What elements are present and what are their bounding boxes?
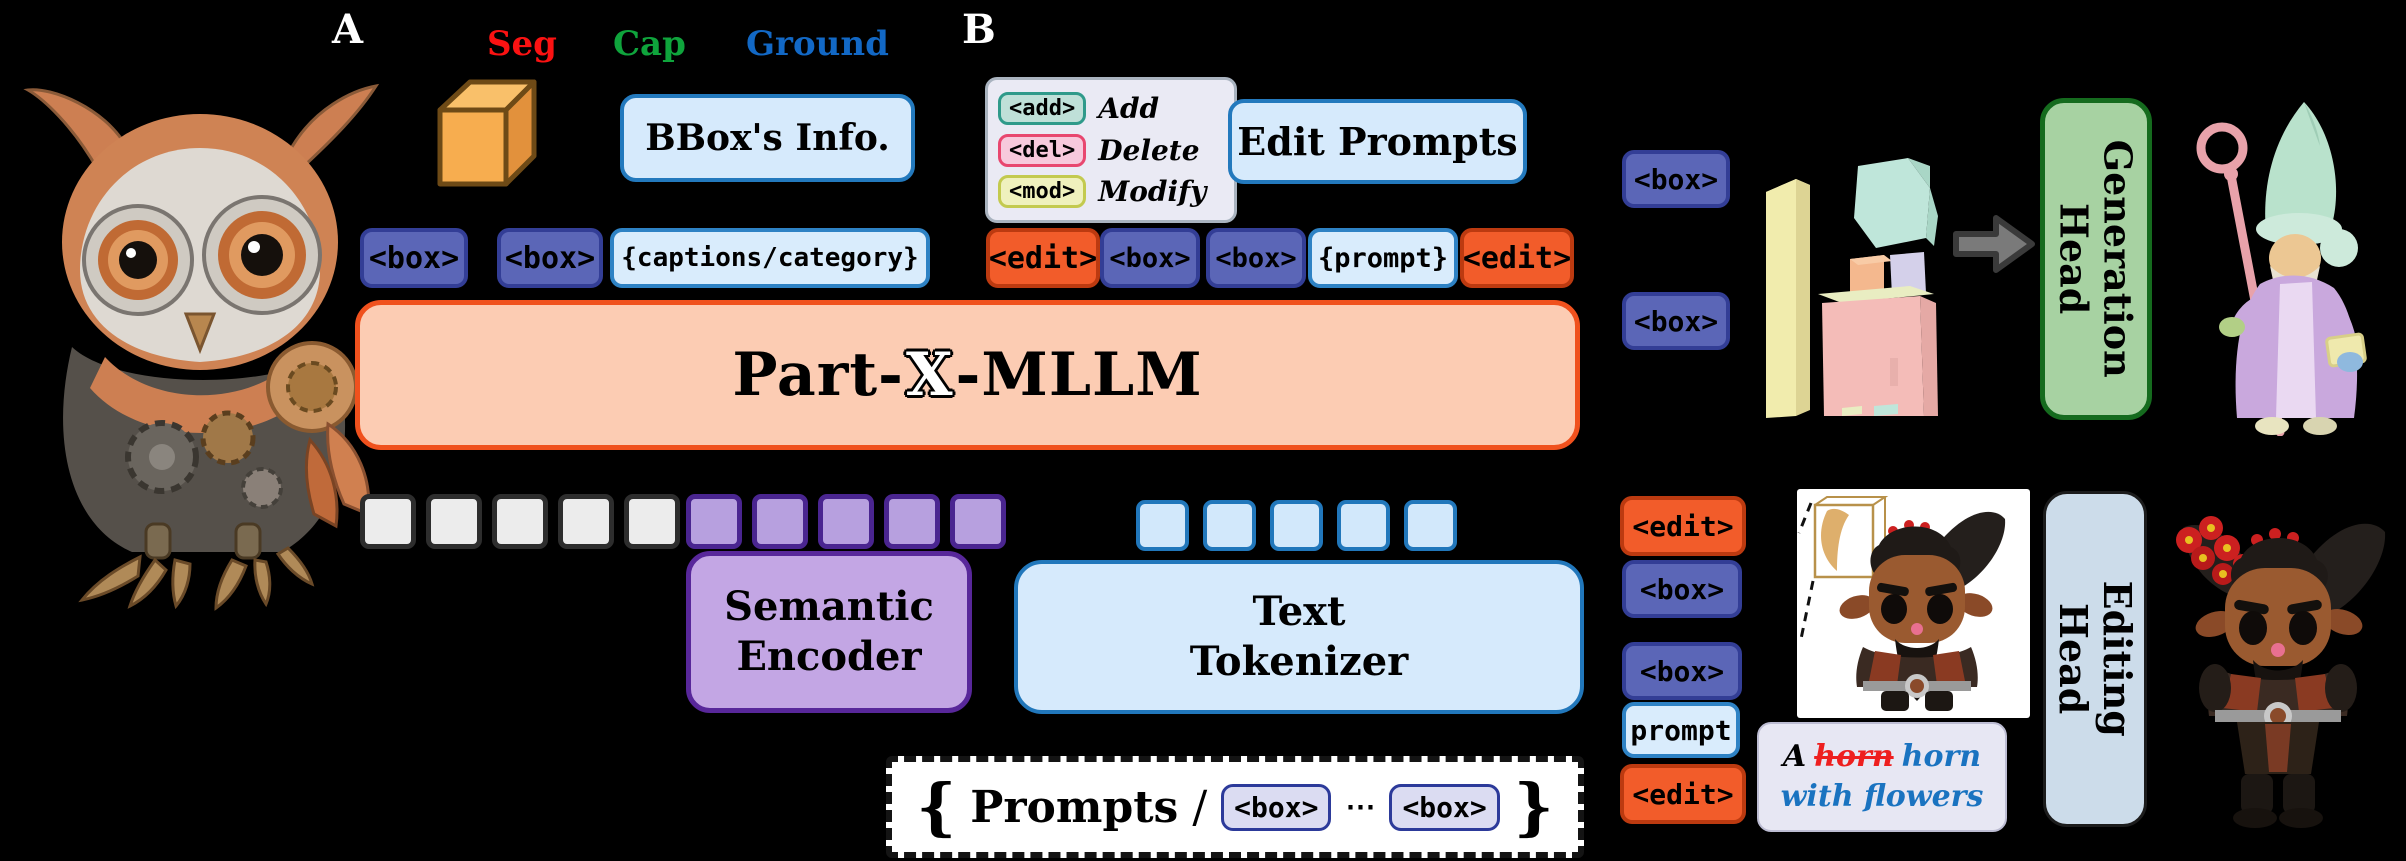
task-label-cap: Cap [613, 24, 686, 64]
model-title-x: X [905, 340, 954, 410]
panel-b-label: B [962, 6, 996, 53]
edited-character-illustration [2176, 516, 2386, 828]
del-token: <del> [998, 133, 1087, 167]
gray-token-squares [360, 494, 680, 549]
source-character-card [1797, 489, 2030, 718]
caption-article: A [1782, 738, 1807, 774]
blue-token-squares [1136, 500, 1457, 551]
purple-token-square [950, 494, 1006, 549]
model-title-suffix: -MLLM [955, 340, 1203, 410]
task-label-seg: Seg [487, 24, 557, 64]
box-token: <box> [497, 228, 603, 288]
gray-token-square [426, 494, 482, 549]
panel-a-label: A [332, 6, 364, 53]
box-token: <box> [1100, 228, 1200, 288]
blue-token-square [1404, 500, 1457, 551]
box-token: <box> [1622, 150, 1730, 208]
semantic-encoder-line2: Encoder [736, 633, 922, 680]
open-brace: { [916, 770, 957, 843]
blue-token-square [1136, 500, 1189, 551]
semantic-encoder-box: Semantic Encoder [686, 551, 972, 713]
prompts-label: Prompts [970, 781, 1179, 833]
edit-token: <edit> [986, 228, 1100, 288]
modify-label: Modify [1098, 174, 1207, 208]
prompts-bar: { Prompts / <box> ⋯ <box> } [886, 756, 1584, 858]
editing-head-box: Editing Head [2043, 491, 2147, 827]
gray-token-square [492, 494, 548, 549]
slash: / [1192, 781, 1208, 833]
close-brace: } [1513, 770, 1554, 843]
model-title-prefix: Part- [732, 340, 904, 410]
prompt-token: {prompt} [1308, 228, 1458, 288]
prompt-token: prompt [1622, 702, 1740, 758]
edit-ops-legend: <add> Add <del> Delete <mod> Modify [985, 77, 1237, 223]
gray-token-square [360, 494, 416, 549]
blue-token-square [1337, 500, 1390, 551]
arrow-right-icon [1953, 215, 2035, 273]
blue-token-square [1270, 500, 1323, 551]
horned-character-with-annotation [1797, 496, 2006, 711]
gray-token-square [624, 494, 680, 549]
box-token: <box> [360, 228, 468, 288]
edit-caption-line2: with flowers [1780, 779, 1984, 814]
purple-token-square [884, 494, 940, 549]
mechanical-owl-illustration [23, 83, 380, 611]
legend-row-add: <add> Add [998, 92, 1224, 126]
caption-added-word: horn [1901, 738, 1982, 774]
bbox-info-label: BBox's Info. [645, 117, 890, 159]
part-x-mllm-box: Part-X-MLLM [355, 300, 1580, 450]
legend-row-delete: <del> Delete [998, 133, 1224, 167]
purple-token-square [818, 494, 874, 549]
caption-removed-word: horn [1814, 738, 1894, 774]
box-token: <box> [1389, 783, 1500, 831]
captions-category-token: {captions/category} [610, 228, 930, 288]
editing-head-label: Editing Head [2051, 580, 2140, 738]
generation-head-box: Generation Head [2040, 98, 2152, 420]
purple-token-square [752, 494, 808, 549]
bbox-info-box: BBox's Info. [620, 94, 915, 182]
generation-head-line1: Generation [2095, 139, 2141, 379]
generation-head-line2: Head [2052, 203, 2098, 315]
box-token: <box> [1206, 228, 1306, 288]
edit-prompts-box: Edit Prompts [1228, 99, 1527, 184]
blue-token-square [1203, 500, 1256, 551]
delete-label: Delete [1098, 133, 1200, 167]
add-label: Add [1098, 92, 1160, 126]
edit-token: <edit> [1620, 496, 1746, 556]
text-tokenizer-line1: Text [1252, 588, 1346, 635]
purple-token-squares [686, 494, 1006, 549]
model-title: Part-X-MLLM [732, 340, 1202, 410]
wizard-illustration [2196, 102, 2367, 436]
box-token: <box> [1622, 642, 1742, 700]
generation-head-label: Generation Head [2052, 139, 2141, 379]
edit-prompts-label: Edit Prompts [1237, 119, 1518, 164]
edit-token: <edit> [1620, 764, 1746, 824]
edit-token: <edit> [1460, 228, 1574, 288]
editing-head-line2: Head [2051, 603, 2096, 715]
ellipsis: ⋯ [1345, 789, 1376, 825]
purple-token-square [686, 494, 742, 549]
box-token: <box> [1622, 292, 1730, 350]
text-tokenizer-line2: Tokenizer [1189, 638, 1409, 685]
editing-head-line1: Editing [2094, 580, 2140, 738]
mod-token: <mod> [998, 174, 1087, 208]
cube-icon [437, 79, 537, 187]
text-tokenizer-box: Text Tokenizer [1014, 560, 1584, 714]
part-assembly-illustration [1766, 158, 1938, 418]
gray-token-square [558, 494, 614, 549]
semantic-encoder-line1: Semantic [724, 583, 934, 630]
box-token: <box> [1622, 560, 1742, 618]
task-label-ground: Ground [746, 24, 889, 64]
add-token: <add> [998, 92, 1087, 126]
legend-row-modify: <mod> Modify [998, 174, 1224, 208]
box-token: <box> [1221, 783, 1332, 831]
